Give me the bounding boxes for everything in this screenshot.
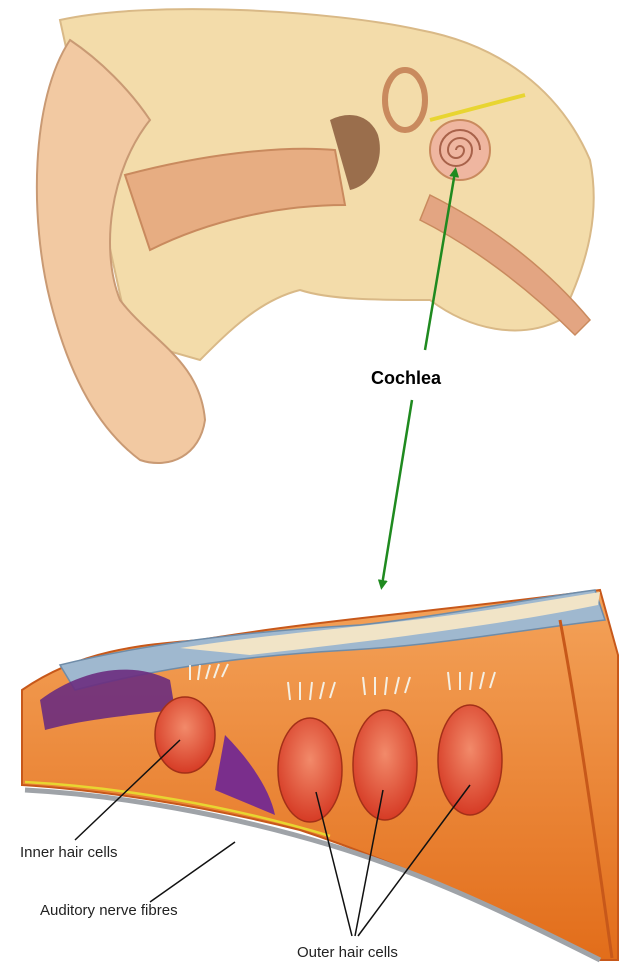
outer-hair-cell	[278, 718, 342, 822]
outer-hair-cell	[438, 705, 502, 815]
inner-hair-cell	[155, 697, 215, 773]
inner-hair-cells-label: Inner hair cells	[20, 844, 118, 861]
nerve-fibres-pointer	[150, 842, 235, 902]
auditory-nerve-fibres-label: Auditory nerve fibres	[40, 902, 178, 919]
outer-hair-cell	[353, 710, 417, 820]
cochlea-arrow-down	[382, 400, 412, 585]
cochlea-label: Cochlea	[371, 368, 441, 389]
outer-hair-cells-label: Outer hair cells	[297, 944, 398, 961]
outer-ear-illustration	[37, 9, 594, 463]
cochlea-spiral	[430, 120, 490, 180]
